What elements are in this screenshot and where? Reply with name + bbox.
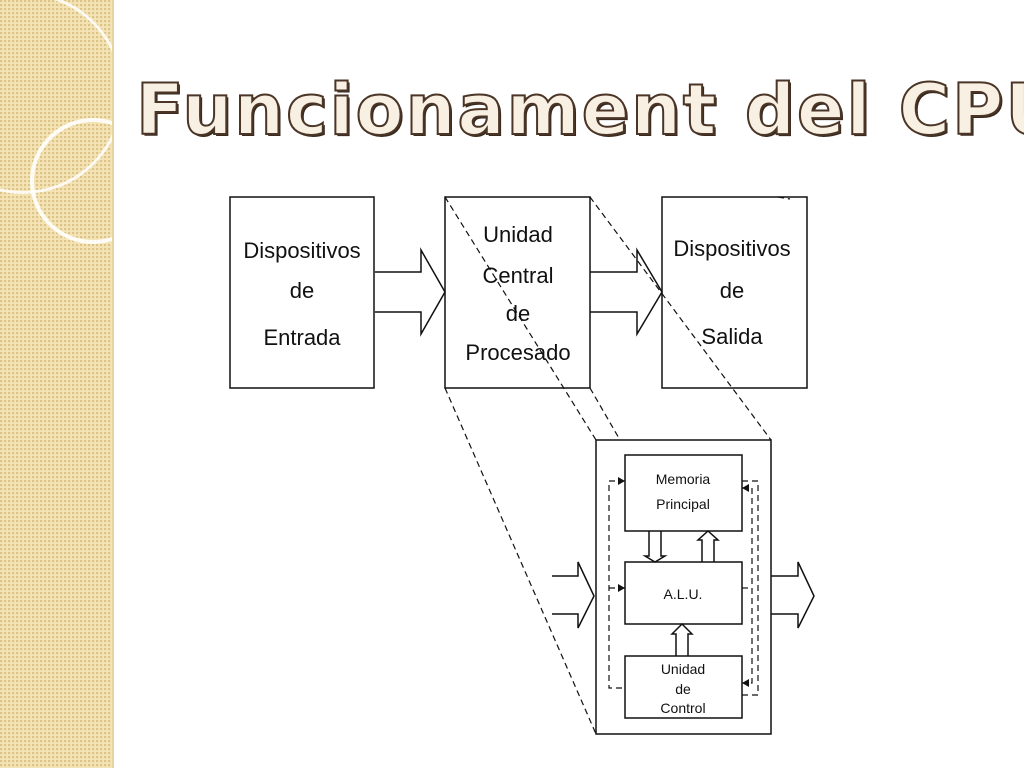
- control-box-line: Unidad: [661, 661, 705, 677]
- output-box-line: Dispositivos: [673, 236, 790, 261]
- arrowhead-icon: [618, 477, 625, 485]
- control-bus-right: [742, 480, 759, 696]
- projection-line: [444, 387, 597, 735]
- decorative-sidebar: [0, 0, 114, 768]
- cpu-box-line: Unidad: [483, 222, 553, 247]
- alu-label: A.L.U.: [664, 586, 703, 602]
- input-box-line: Dispositivos: [243, 238, 360, 263]
- cpu-box-line: Procesado: [465, 340, 570, 365]
- memory-box: [624, 454, 743, 532]
- arrowhead-icon: [742, 484, 749, 492]
- detail-output-arrow-icon: [771, 561, 815, 629]
- alu-box: [624, 561, 743, 625]
- projection-line: [589, 196, 772, 441]
- projection-line: [444, 196, 597, 441]
- control-box-line: Control: [660, 700, 705, 716]
- cpu-box-line: de: [506, 301, 530, 326]
- input-arrow-icon: [375, 247, 446, 337]
- cpu-box-line: Central: [483, 263, 554, 288]
- output-box-line: de: [720, 278, 744, 303]
- arrowhead-icon: [618, 584, 625, 592]
- output-arrow-icon: [590, 247, 663, 337]
- alu-to-memory-arrow-icon: [696, 529, 720, 562]
- memory-box-line: Principal: [656, 496, 710, 512]
- control-unit-box: [624, 655, 743, 719]
- control-bus-left: [608, 480, 625, 689]
- projection-line: [777, 196, 791, 200]
- output-box-line: Salida: [701, 324, 763, 349]
- cpu-detail-box: [595, 439, 772, 735]
- control-box-line: de: [675, 681, 691, 697]
- memory-box-line: Memoria: [656, 471, 711, 487]
- control-to-alu-arrow-icon: [670, 622, 694, 656]
- control-bus-right-inner: [742, 487, 753, 684]
- memory-to-alu-arrow-icon: [642, 531, 668, 563]
- input-box-line: Entrada: [263, 325, 341, 350]
- input-box-line: de: [290, 278, 314, 303]
- arrowhead-icon: [742, 679, 749, 687]
- projection-line: [589, 387, 621, 441]
- detail-input-arrow-icon: [552, 561, 595, 629]
- slide-title: Funcionament del CPU: [135, 69, 1024, 151]
- input-devices-box: [229, 196, 375, 389]
